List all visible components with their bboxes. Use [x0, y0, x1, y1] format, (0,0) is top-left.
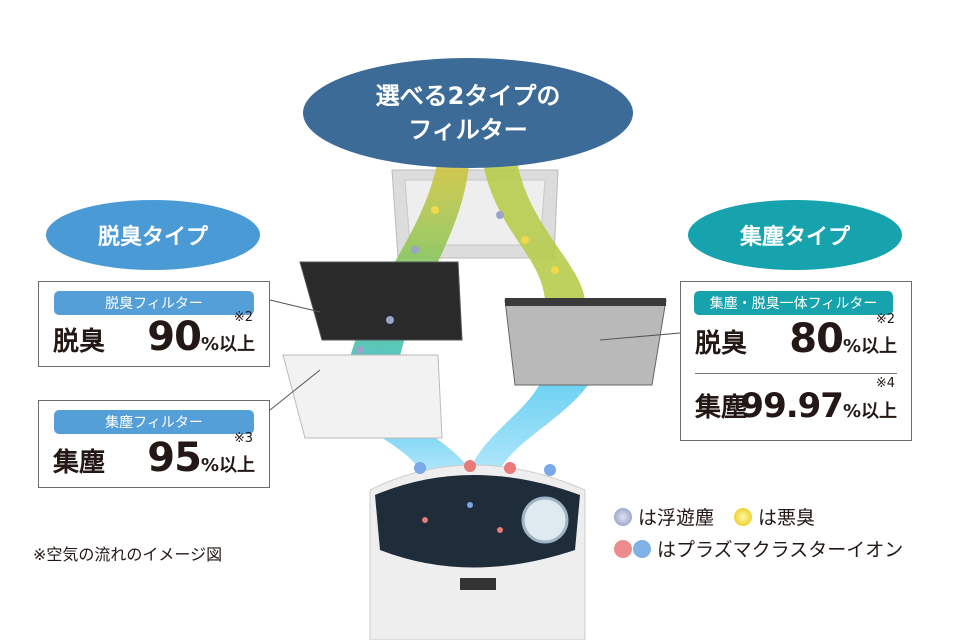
- metric-value: 99.97%以上: [740, 386, 897, 426]
- title-line2: フィルター: [408, 116, 528, 144]
- legend-ions: はプラズマクラスターイオン: [657, 539, 904, 561]
- integrated-filter-box: 集塵・脱臭一体フィルター 脱臭 80%以上 ※2 集塵 99.97%以上 ※4: [680, 281, 912, 441]
- metric-value: 80%以上: [789, 316, 897, 362]
- metric-label: 脱臭: [53, 327, 106, 357]
- plus-ion-icon: [614, 539, 632, 558]
- legend-dust: は浮遊塵: [638, 507, 715, 529]
- title-line1: 選べる2タイプの: [375, 82, 561, 110]
- metric-label: 集塵: [53, 448, 106, 478]
- dust-collection-type-label: 集塵タイプ: [688, 200, 902, 270]
- air-purifier: [369, 464, 586, 640]
- legend-row-1: は浮遊塵 は悪臭: [614, 503, 815, 530]
- legend-row-2: はプラズマクラスターイオン: [614, 535, 903, 562]
- divider: [695, 373, 897, 374]
- deodorizing-type-label: 脱臭タイプ: [46, 200, 260, 270]
- minus-ion-icon: [633, 539, 651, 558]
- airflow-right: [480, 145, 585, 300]
- dust-filter-left: [282, 354, 443, 439]
- title-ellipse: 選べる2タイプの フィルター: [303, 58, 633, 168]
- caption: ※空気の流れのイメージ図: [33, 545, 223, 564]
- footnote-mark: ※4: [875, 376, 895, 391]
- integrated-filter: [504, 298, 667, 386]
- metric-value: 90%以上: [147, 314, 255, 360]
- legend-odor: は悪臭: [758, 507, 816, 529]
- footnote-mark: ※2: [233, 310, 253, 325]
- dust-filter-box: 集塵フィルター 集塵 95%以上 ※3: [38, 400, 270, 488]
- dust-particle-icon: [614, 507, 632, 526]
- filter-tag: 脱臭フィルター: [54, 291, 254, 315]
- filter-tag: 集塵・脱臭一体フィルター: [694, 291, 893, 315]
- footnote-mark: ※3: [233, 431, 253, 446]
- metric-label: 脱臭: [695, 329, 748, 359]
- metric-label: 集塵: [695, 393, 748, 423]
- filter-tag: 集塵フィルター: [54, 410, 254, 434]
- deodorizing-filter-box: 脱臭フィルター 脱臭 90%以上 ※2: [38, 281, 270, 367]
- metric-value: 95%以上: [147, 435, 255, 481]
- deodorizing-filter: [299, 261, 463, 341]
- odor-particle-icon: [734, 507, 753, 526]
- footnote-mark: ※2: [875, 312, 895, 327]
